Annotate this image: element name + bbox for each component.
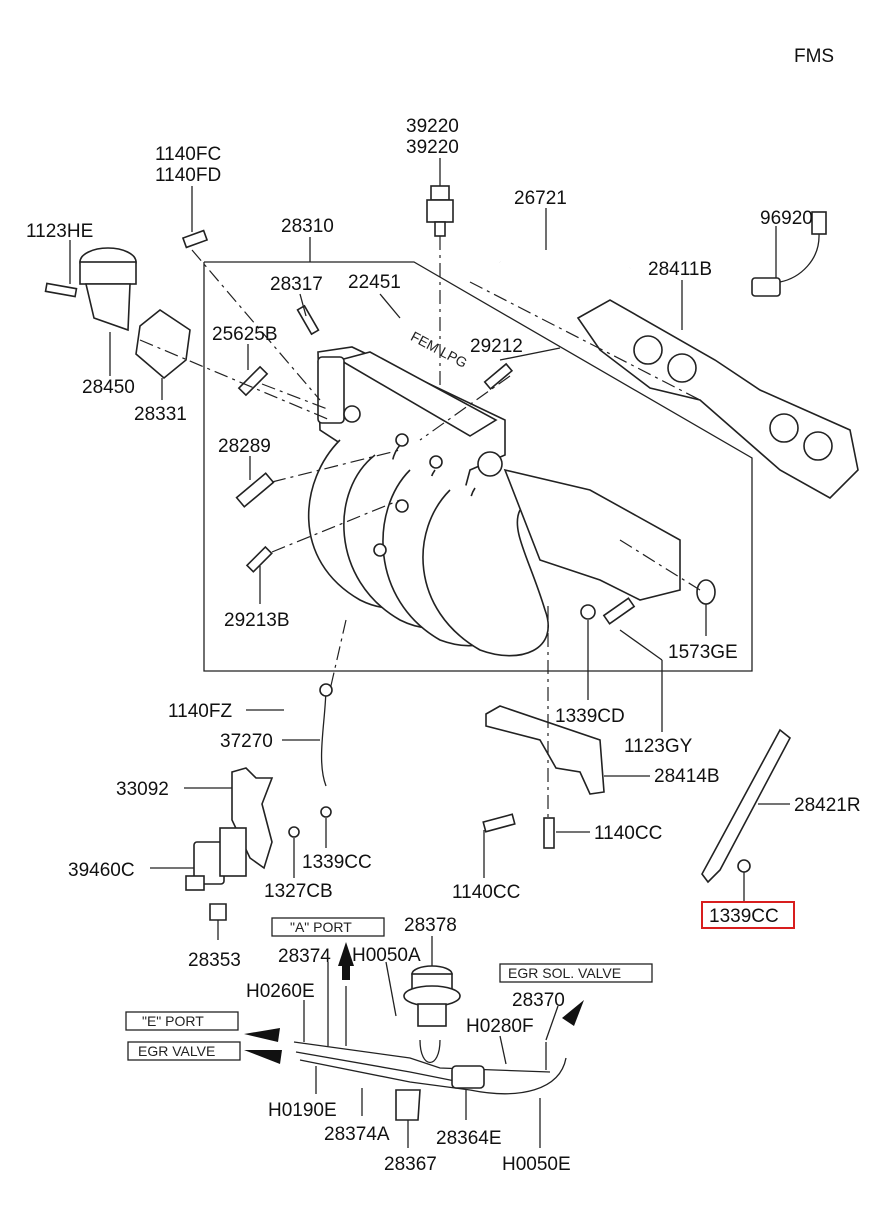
label-39220-a: 39220 [406, 116, 459, 137]
label-h0190e: H0190E [268, 1100, 337, 1121]
a-port-box [271, 917, 385, 937]
gasket-28331 [135, 309, 191, 380]
label-h0280f: H0280F [466, 1016, 534, 1037]
label-25625b: 25625B [212, 324, 278, 345]
label-1339cd: 1339CD [555, 706, 625, 727]
part-labels: 39220 39220 26721 96920 1140FC 1140FD 11… [26, 116, 861, 1175]
bolt-1140cc-b [482, 813, 516, 833]
label-33092: 33092 [116, 779, 169, 800]
label-28374a: 28374A [324, 1124, 390, 1145]
label-37270: 37270 [220, 731, 273, 752]
e-port-box [125, 1011, 239, 1031]
egr-valve-28450 [79, 247, 137, 332]
label-1140cc-a: 1140CC [594, 823, 662, 844]
solenoid-39460c [185, 767, 274, 921]
label-29212: 29212 [470, 336, 523, 357]
label-28378: 28378 [404, 915, 457, 936]
gasket-28411b [576, 299, 859, 499]
bolt-1140cc-a [543, 817, 555, 849]
vacuum-hoses [293, 986, 567, 1121]
label-1339cc-a: 1339CC [302, 852, 372, 873]
label-39460c: 39460C [68, 860, 135, 881]
label-28353: 28353 [188, 950, 241, 971]
port-arrows [244, 942, 584, 1064]
label-1140cc-b: 1140CC [452, 882, 520, 903]
label-1327cb: 1327CB [264, 881, 333, 902]
a-port-label: "A" PORT [290, 919, 352, 935]
label-28421r: 28421R [794, 795, 861, 816]
label-h0260e: H0260E [246, 981, 315, 1002]
egr-valve-28378 [403, 965, 461, 1027]
label-26721: 26721 [514, 188, 567, 209]
label-h0050e: H0050E [502, 1154, 571, 1175]
manifold-marking: FEM LPG [408, 328, 470, 371]
sensor-39220 [426, 185, 454, 237]
label-39220-b: 39220 [406, 137, 459, 158]
label-96920: 96920 [760, 208, 813, 229]
egr-valve-box [127, 1041, 241, 1061]
bracket-28414b [485, 705, 605, 795]
label-22451: 22451 [348, 272, 401, 293]
egr-valve-label: EGR VALVE [138, 1043, 215, 1059]
highlight-box [701, 901, 795, 929]
label-1140fd: 1140FD [155, 165, 221, 186]
label-28370: 28370 [512, 990, 565, 1011]
label-1573ge: 1573GE [668, 642, 738, 663]
cable-37270 [320, 685, 327, 787]
label-28414b: 28414B [654, 766, 720, 787]
label-1123he: 1123HE [26, 221, 93, 242]
nut-1339cc-hl [737, 859, 751, 873]
label-28331: 28331 [134, 404, 187, 425]
label-28374: 28374 [278, 946, 331, 967]
sensor-96920 [751, 211, 827, 297]
bolts [44, 229, 716, 625]
label-28450: 28450 [82, 377, 135, 398]
label-28411b: 28411B [648, 259, 712, 280]
label-28289: 28289 [218, 436, 271, 457]
e-port-label: "E" PORT [142, 1013, 204, 1029]
manifold-frame [203, 261, 753, 672]
egr-sol-valve-label: EGR SOL. VALVE [508, 965, 621, 981]
label-28367: 28367 [384, 1154, 437, 1175]
label-1123gy: 1123GY [624, 736, 693, 757]
label-1339cc-highlight: 1339CC [709, 906, 779, 927]
stay-28421r [701, 728, 792, 884]
label-28364e: 28364E [436, 1128, 502, 1149]
label-1140fc: 1140FC [155, 144, 221, 165]
label-28310: 28310 [281, 216, 334, 237]
egr-sol-valve-box [499, 963, 653, 983]
center-lines [139, 236, 701, 818]
label-h0050a: H0050A [352, 945, 421, 966]
diagram-code: FMS [794, 46, 834, 67]
label-1140fz: 1140FZ [168, 701, 232, 722]
leader-lines [69, 158, 790, 1148]
label-28317: 28317 [270, 274, 323, 295]
label-29213b: 29213B [224, 610, 290, 631]
